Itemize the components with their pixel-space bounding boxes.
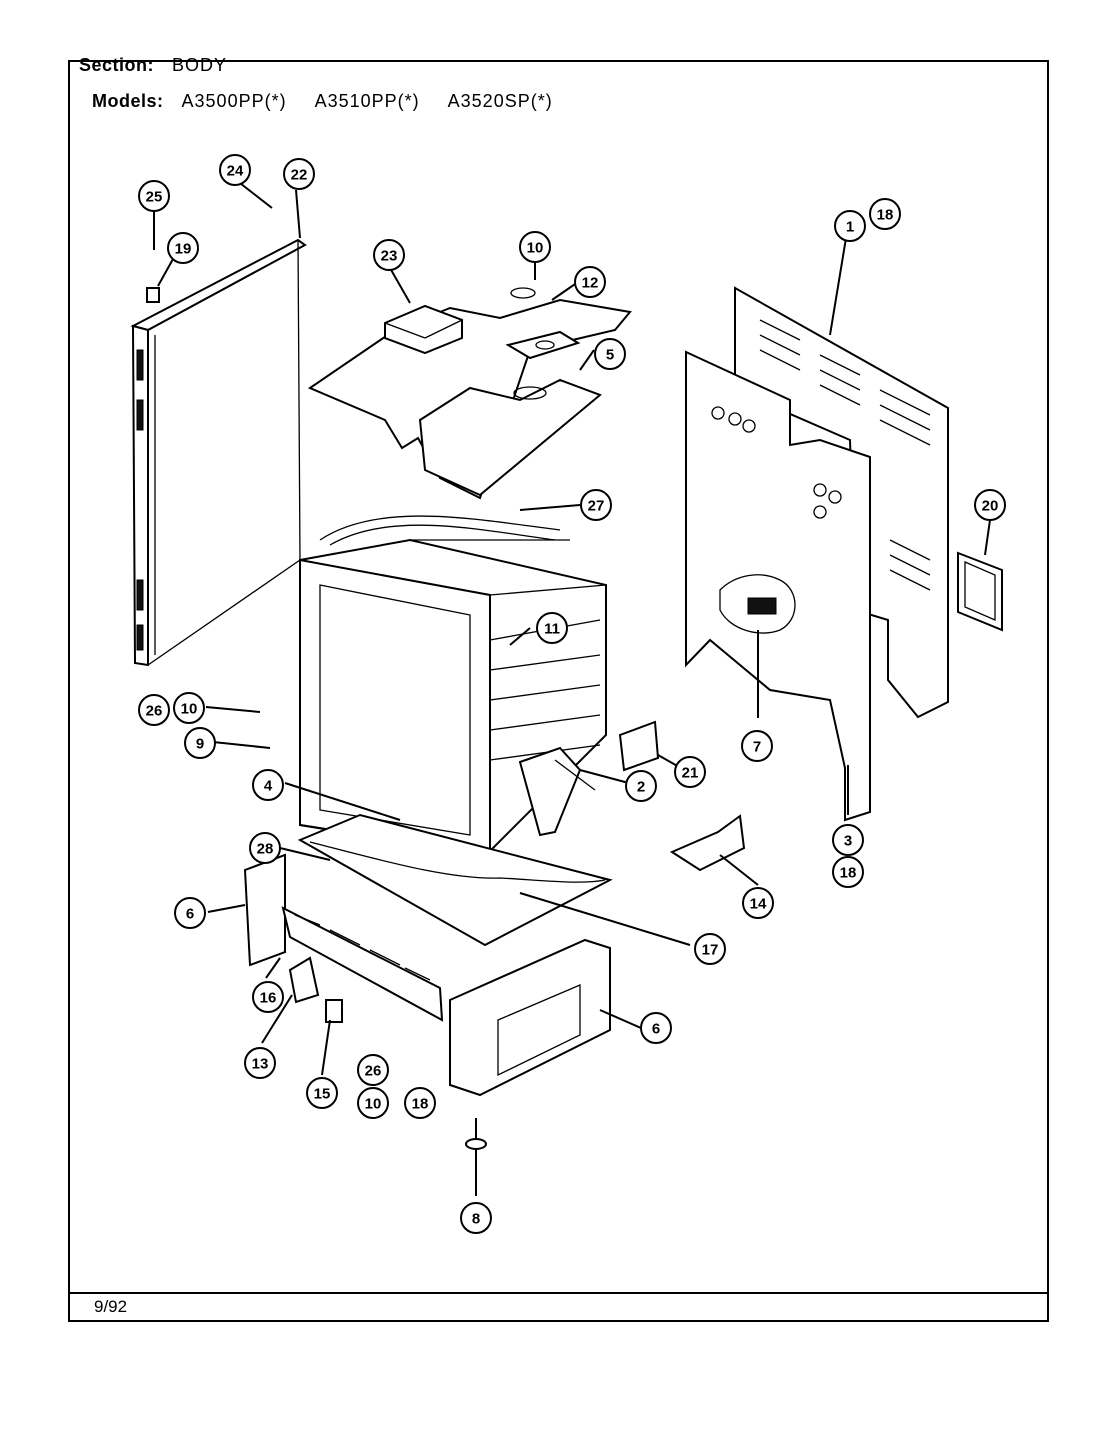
callout-16: 16 (252, 981, 284, 1013)
callout-label: 3 (844, 833, 852, 850)
callout-label: 26 (146, 703, 163, 720)
diagram-frame: Models: A3500PP(*) A3510PP(*) A3520SP(*) 9/… (68, 60, 1049, 1322)
callout-26: 26 (138, 694, 170, 726)
callout-label: 18 (412, 1096, 429, 1113)
callout-label: 18 (840, 865, 857, 882)
callout-18: 18 (832, 856, 864, 888)
callout-8: 8 (460, 1202, 492, 1234)
callout-label: 22 (291, 167, 308, 184)
callout-25: 25 (138, 180, 170, 212)
callout-10: 10 (519, 231, 551, 263)
screw-8 (465, 1118, 487, 1150)
callout-label: 5 (606, 347, 614, 364)
top-plate (307, 287, 632, 500)
callout-label: 10 (365, 1096, 382, 1113)
callout-19: 19 (167, 232, 199, 264)
callout-11: 11 (536, 612, 568, 644)
bottom-pan (297, 813, 613, 947)
callout-label: 7 (753, 739, 761, 756)
callout-label: 19 (175, 241, 192, 258)
callout-3: 3 (832, 824, 864, 856)
rear-panel (685, 350, 871, 822)
control-box (384, 304, 463, 355)
base-frame (243, 853, 611, 1097)
callout-6: 6 (174, 897, 206, 929)
callout-label: 28 (257, 841, 274, 858)
leader-lines (153, 179, 991, 1196)
callout-label: 9 (196, 736, 204, 753)
callout-label: 11 (544, 621, 560, 638)
callout-label: 6 (186, 906, 194, 923)
callout-10: 10 (173, 692, 205, 724)
callout-20: 20 (974, 489, 1006, 521)
model-2: A3510PP(*) (314, 91, 420, 111)
callout-1: 1 (834, 210, 866, 242)
model-1: A3500PP(*) (181, 91, 287, 111)
models-label: Models: (92, 91, 164, 111)
callout-label: 8 (472, 1211, 480, 1228)
callout-28: 28 (249, 832, 281, 864)
callout-label: 10 (527, 240, 544, 257)
callout-label: 20 (982, 498, 999, 515)
callout-balloons: 1234566789101010111213141516171818181920… (138, 154, 1006, 1234)
callout-2: 2 (625, 770, 657, 802)
bracket-14 (669, 814, 746, 872)
callout-12: 12 (574, 266, 606, 298)
callout-label: 13 (252, 1056, 269, 1073)
bracket-21 (618, 720, 660, 772)
callout-label: 4 (264, 778, 273, 795)
callout-9: 9 (184, 727, 216, 759)
callout-26: 26 (357, 1054, 389, 1086)
callout-24: 24 (219, 154, 251, 186)
callout-label: 27 (588, 498, 605, 515)
callout-label: 6 (652, 1021, 660, 1038)
callout-label: 24 (227, 163, 244, 180)
callout-15: 15 (306, 1077, 338, 1109)
callout-4: 4 (252, 769, 284, 801)
callout-label: 21 (682, 765, 699, 782)
callout-label: 15 (314, 1086, 331, 1103)
callout-27: 27 (580, 489, 612, 521)
callout-14: 14 (742, 887, 774, 919)
callout-label: 25 (146, 189, 163, 206)
callout-label: 2 (637, 779, 645, 796)
models-header: Models: A3500PP(*) A3510PP(*) A3520SP(*) (70, 70, 553, 133)
callout-label: 26 (365, 1063, 382, 1080)
callout-18: 18 (869, 198, 901, 230)
clip-15 (325, 999, 343, 1023)
callout-label: 18 (877, 207, 894, 224)
callout-label: 12 (582, 275, 599, 292)
small-panel (957, 551, 1003, 632)
callout-label: 14 (750, 896, 767, 913)
bracket (505, 330, 581, 360)
callout-7: 7 (741, 730, 773, 762)
callout-label: 10 (181, 701, 198, 718)
callout-10: 10 (357, 1087, 389, 1119)
callout-label: 23 (381, 248, 398, 265)
callout-23: 23 (373, 239, 405, 271)
back-panel (734, 286, 949, 719)
callout-17: 17 (694, 933, 726, 965)
callout-6: 6 (640, 1012, 672, 1044)
hinge (518, 746, 596, 837)
callout-13: 13 (244, 1047, 276, 1079)
callout-5: 5 (594, 338, 626, 370)
revision-date: 9/92 (94, 1297, 128, 1316)
model-3: A3520SP(*) (447, 91, 553, 111)
callout-22: 22 (283, 158, 315, 190)
callout-21: 21 (674, 756, 706, 788)
callout-label: 16 (260, 990, 277, 1007)
callout-18: 18 (404, 1087, 436, 1119)
footer-divider (70, 1292, 1047, 1294)
side-panel (130, 238, 307, 667)
callout-label: 17 (702, 942, 719, 959)
callout-label: 1 (846, 219, 854, 236)
